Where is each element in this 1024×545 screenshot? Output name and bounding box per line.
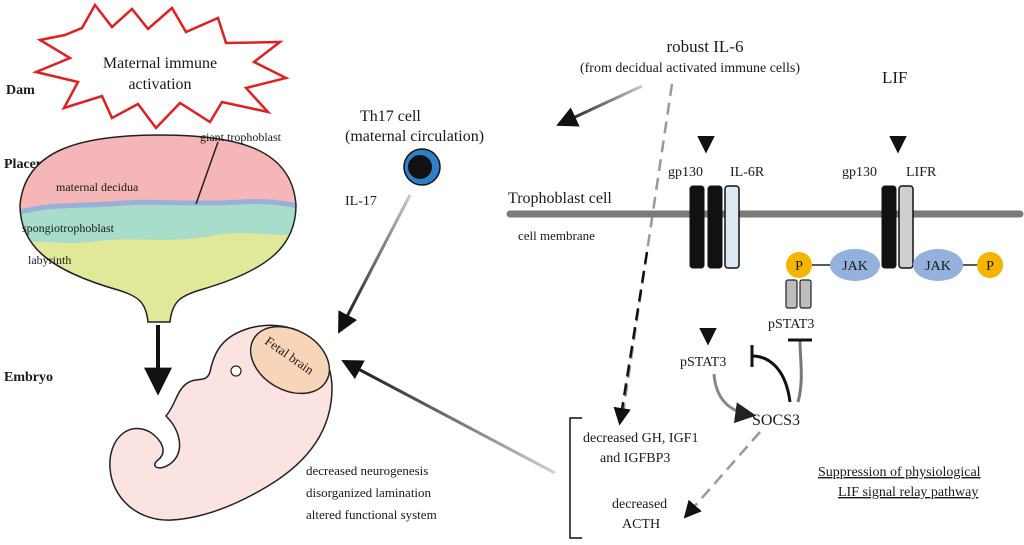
gp130-left-bar1 — [689, 185, 705, 269]
acth-line2: ACTH — [622, 517, 660, 532]
cell-membrane-label: cell membrane — [518, 228, 595, 243]
th17-nucleus — [408, 155, 432, 179]
giant-trophoblast-layer — [20, 199, 296, 215]
jak-right-label: JAK — [925, 259, 951, 274]
il6-line2: (from decidual activated immune cells) — [580, 61, 800, 76]
outcome-line3: altered functional system — [306, 507, 437, 522]
outcome-line2: disorganized lamination — [306, 485, 432, 500]
il6-dashed-arrow-to-hormones — [613, 251, 649, 426]
embryo-label: Embryo — [4, 370, 53, 385]
giant-trophoblast-label: giant trophoblast — [200, 130, 282, 144]
th17-line2: (maternal circulation) — [345, 128, 484, 145]
jak-left — [830, 249, 880, 281]
th17-line1: Th17 cell — [360, 108, 421, 125]
hormones-line2: and IGFBP3 — [600, 451, 670, 466]
acth-line1: decreased — [612, 497, 667, 512]
giant-trophoblast-pointer — [195, 141, 219, 205]
mia-line2: activation — [128, 76, 191, 93]
socs3-inhibits-lif-pathway — [796, 339, 803, 403]
pstat3-dimer-a — [785, 279, 798, 309]
maternal-decidua-layer — [20, 135, 296, 210]
pstat3-label: pSTAT3 — [680, 355, 726, 370]
spongiotrophoblast-label: spongiotrophoblast — [22, 221, 115, 235]
trophoblast-cell-label: Trophoblast cell — [508, 190, 612, 207]
phosphate-left-label: P — [795, 259, 803, 274]
pstat3-dimer-label: pSTAT3 — [768, 317, 814, 332]
phosphate-right-label: P — [986, 259, 994, 274]
il17-label: IL-17 — [345, 194, 377, 209]
fetal-brain — [249, 325, 331, 395]
lifr-bar — [898, 185, 914, 269]
suppression-line1: Suppression of physiological — [818, 465, 981, 480]
gp130-right-bar — [881, 185, 897, 269]
maternal-decidua-label: maternal decidua — [56, 180, 139, 194]
gp130-left-bar2 — [707, 185, 723, 269]
phosphate-right — [977, 252, 1003, 278]
il6r-bar — [724, 185, 740, 269]
il17-arrow — [338, 194, 412, 334]
outcome-line1: decreased neurogenesis — [306, 463, 428, 478]
jak-right — [913, 249, 963, 281]
suppression-line2: LIF signal relay pathway — [838, 485, 978, 500]
mia-line1: Maternal immune — [103, 55, 217, 72]
gp130-right-label: gp130 — [842, 165, 877, 180]
maternal-immune-activation-starburst — [31, 2, 290, 130]
socs3-label: SOCS3 — [752, 412, 800, 429]
embryo-eye — [230, 365, 242, 377]
il6r-label: IL-6R — [730, 165, 765, 180]
socs3-inhibits-pstat3 — [751, 354, 792, 403]
gp130-left-label: gp130 — [668, 165, 703, 180]
dam-label: Dam — [6, 83, 35, 98]
hormones-line1: decreased GH, IGF1 — [583, 431, 698, 446]
phosphate-left — [786, 252, 812, 278]
jak-left-label: JAK — [842, 259, 868, 274]
pstat3-to-socs3-arrow — [712, 373, 757, 424]
lif-label: LIF — [882, 68, 908, 87]
labyrinth-label: labyrinth — [28, 253, 71, 267]
il6-line1: robust IL-6 — [667, 37, 744, 56]
hormones-to-embryo-arrow — [341, 360, 556, 475]
lifr-label: LIFR — [906, 165, 937, 180]
placenta-illustration — [19, 134, 297, 323]
pstat3-dimer-b — [799, 279, 812, 309]
il6-to-th17-arrow — [556, 84, 643, 127]
outcomes-bracket — [569, 417, 582, 539]
